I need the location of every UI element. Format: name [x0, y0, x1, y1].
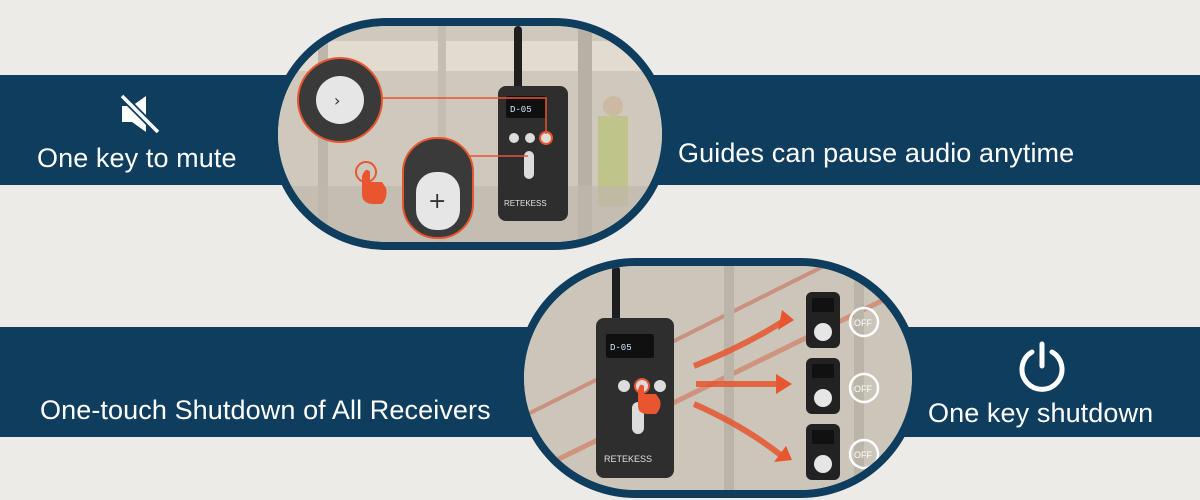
svg-text:D-05: D-05 — [610, 343, 632, 353]
pause-audio-caption: Guides can pause audio anytime — [678, 138, 1075, 168]
top-product-photo: D-05 RETEKESS › + — [270, 18, 670, 250]
power-icon — [1015, 340, 1069, 399]
svg-text:D-05: D-05 — [510, 105, 532, 115]
svg-text:OFF: OFF — [854, 450, 872, 460]
svg-text:OFF: OFF — [854, 384, 872, 394]
svg-text:RETEKESS: RETEKESS — [504, 199, 547, 208]
mute-caption: One key to mute — [37, 143, 237, 173]
shutdown-all-caption: One-touch Shutdown of All Receivers — [40, 395, 491, 425]
svg-text:›: › — [334, 91, 340, 110]
svg-text:RETEKESS: RETEKESS — [604, 454, 652, 464]
svg-text:OFF: OFF — [854, 318, 872, 328]
svg-text:+: + — [428, 189, 446, 214]
mute-speaker-icon — [116, 92, 164, 141]
bottom-product-photo: D-05 RETEKESS OFF OFF — [516, 258, 920, 498]
shutdown-caption: One key shutdown — [928, 398, 1154, 428]
